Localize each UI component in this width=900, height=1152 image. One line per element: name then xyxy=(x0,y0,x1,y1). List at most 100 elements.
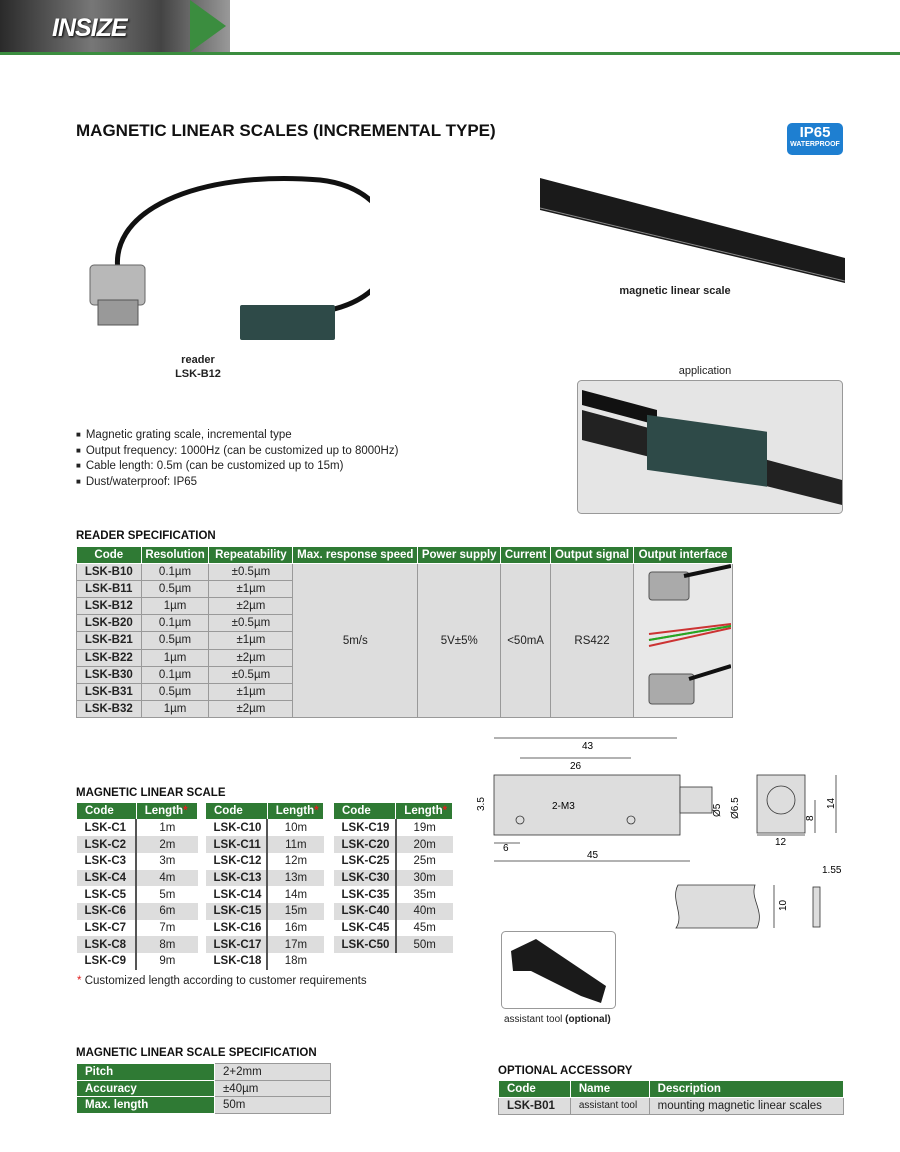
column-header: Code xyxy=(76,546,142,564)
code-cell: LSK-B22 xyxy=(76,648,142,667)
scale-spec-title: MAGNETIC LINEAR SCALE SPECIFICATION xyxy=(76,1047,317,1059)
code-cell: LSK-C6 xyxy=(76,902,138,920)
code-cell: LSK-C11 xyxy=(205,836,269,853)
value-cell: ±1µm xyxy=(208,682,294,701)
column-header: Repeatability xyxy=(208,546,294,564)
reader-label: reader xyxy=(181,354,215,366)
value-cell: ±0.5µm xyxy=(208,614,294,633)
length-cell: 16m xyxy=(267,919,324,937)
star-icon: * xyxy=(183,805,188,817)
length-cell: 35m xyxy=(395,886,453,903)
column-header: Power supply xyxy=(417,546,502,564)
tool-label: assistant tool xyxy=(504,1014,563,1025)
dim-10: 10 xyxy=(778,899,789,911)
value-cell: ±1µm xyxy=(208,631,294,650)
column-header: Resolution xyxy=(140,546,210,564)
length-cell: 3m xyxy=(136,852,198,870)
value-cell: ±0.5µm xyxy=(208,665,294,684)
code-cell: LSK-C16 xyxy=(205,919,269,937)
assistant-tool-image xyxy=(501,931,616,1009)
star-icon: * xyxy=(77,975,82,987)
length-cell: 14m xyxy=(267,886,324,903)
code-cell: LSK-B21 xyxy=(76,631,142,650)
code-cell: LSK-C30 xyxy=(333,869,397,887)
code-cell: LSK-C12 xyxy=(205,852,269,870)
accessory-title: OPTIONAL ACCESSORY xyxy=(498,1065,633,1077)
length-cell: 25m xyxy=(395,852,453,870)
badge-main: IP65 xyxy=(799,124,831,141)
length-cell: 45m xyxy=(395,919,453,937)
note-text: Customized length according to customer … xyxy=(84,975,367,987)
application-image xyxy=(577,380,843,514)
length-cell: 4m xyxy=(136,869,198,887)
code-cell: LSK-B31 xyxy=(76,682,142,701)
current-cell: <50mA xyxy=(500,563,552,718)
dim-1.55: 1.55 xyxy=(822,865,842,876)
length-cell: 18m xyxy=(267,953,324,970)
length-cell: 12m xyxy=(267,852,324,870)
length-cell: 1m xyxy=(136,819,198,837)
feature-item: Output frequency: 1000Hz (can be customi… xyxy=(76,444,399,460)
code-cell: LSK-C18 xyxy=(205,953,269,970)
dim-45: 45 xyxy=(587,850,599,861)
description-cell: mounting magnetic linear scales xyxy=(648,1097,845,1115)
scale-table-title: MAGNETIC LINEAR SCALE xyxy=(76,787,226,799)
dimension-drawing: 43 26 3.5 2-M3 6 45 Ø5 Ø6.5 14 8 12 1.55… xyxy=(476,737,842,929)
dim-3.5: 3.5 xyxy=(476,797,487,811)
column-header: Current xyxy=(500,546,552,564)
value-cell: ±2µm xyxy=(208,648,294,667)
column-header-code: Code xyxy=(332,802,397,820)
name-cell: assistant tool xyxy=(569,1097,650,1115)
code-cell: LSK-C15 xyxy=(205,902,269,920)
code-cell: LSK-B30 xyxy=(76,665,142,684)
column-header-length: Length* xyxy=(135,802,199,820)
value-cell: 0.1µm xyxy=(140,614,210,633)
scale-image xyxy=(540,178,845,283)
code-cell: LSK-C35 xyxy=(333,886,397,903)
ip65-badge: IP65 WATERPROOF xyxy=(787,123,843,155)
tool-caption: assistant tool (optional) xyxy=(504,1014,611,1025)
power-cell: 5V±5% xyxy=(417,563,502,718)
code-cell: LSK-B32 xyxy=(76,699,142,719)
length-label: Length xyxy=(275,805,315,817)
value-cell: 0.1µm xyxy=(140,665,210,684)
length-cell: 11m xyxy=(267,836,324,853)
column-header: Name xyxy=(569,1080,650,1098)
code-cell: LSK-C50 xyxy=(333,936,397,953)
dim-dia5: Ø5 xyxy=(712,803,723,817)
value-cell: 1µm xyxy=(140,648,210,667)
spec-value: 2+2mm xyxy=(214,1063,331,1081)
value-cell: 1µm xyxy=(140,699,210,719)
dim-14: 14 xyxy=(826,797,837,809)
dim-6: 6 xyxy=(503,843,509,854)
tool-optional: (optional) xyxy=(565,1014,611,1025)
column-header-length: Length* xyxy=(395,802,453,820)
star-icon: * xyxy=(442,805,448,817)
dim-8: 8 xyxy=(805,815,816,821)
code-cell: LSK-B10 xyxy=(76,562,142,582)
code-cell: LSK-C20 xyxy=(333,836,397,853)
code-cell: LSK-C13 xyxy=(205,869,269,887)
length-label: Length xyxy=(144,805,184,817)
length-cell: 5m xyxy=(136,886,198,903)
